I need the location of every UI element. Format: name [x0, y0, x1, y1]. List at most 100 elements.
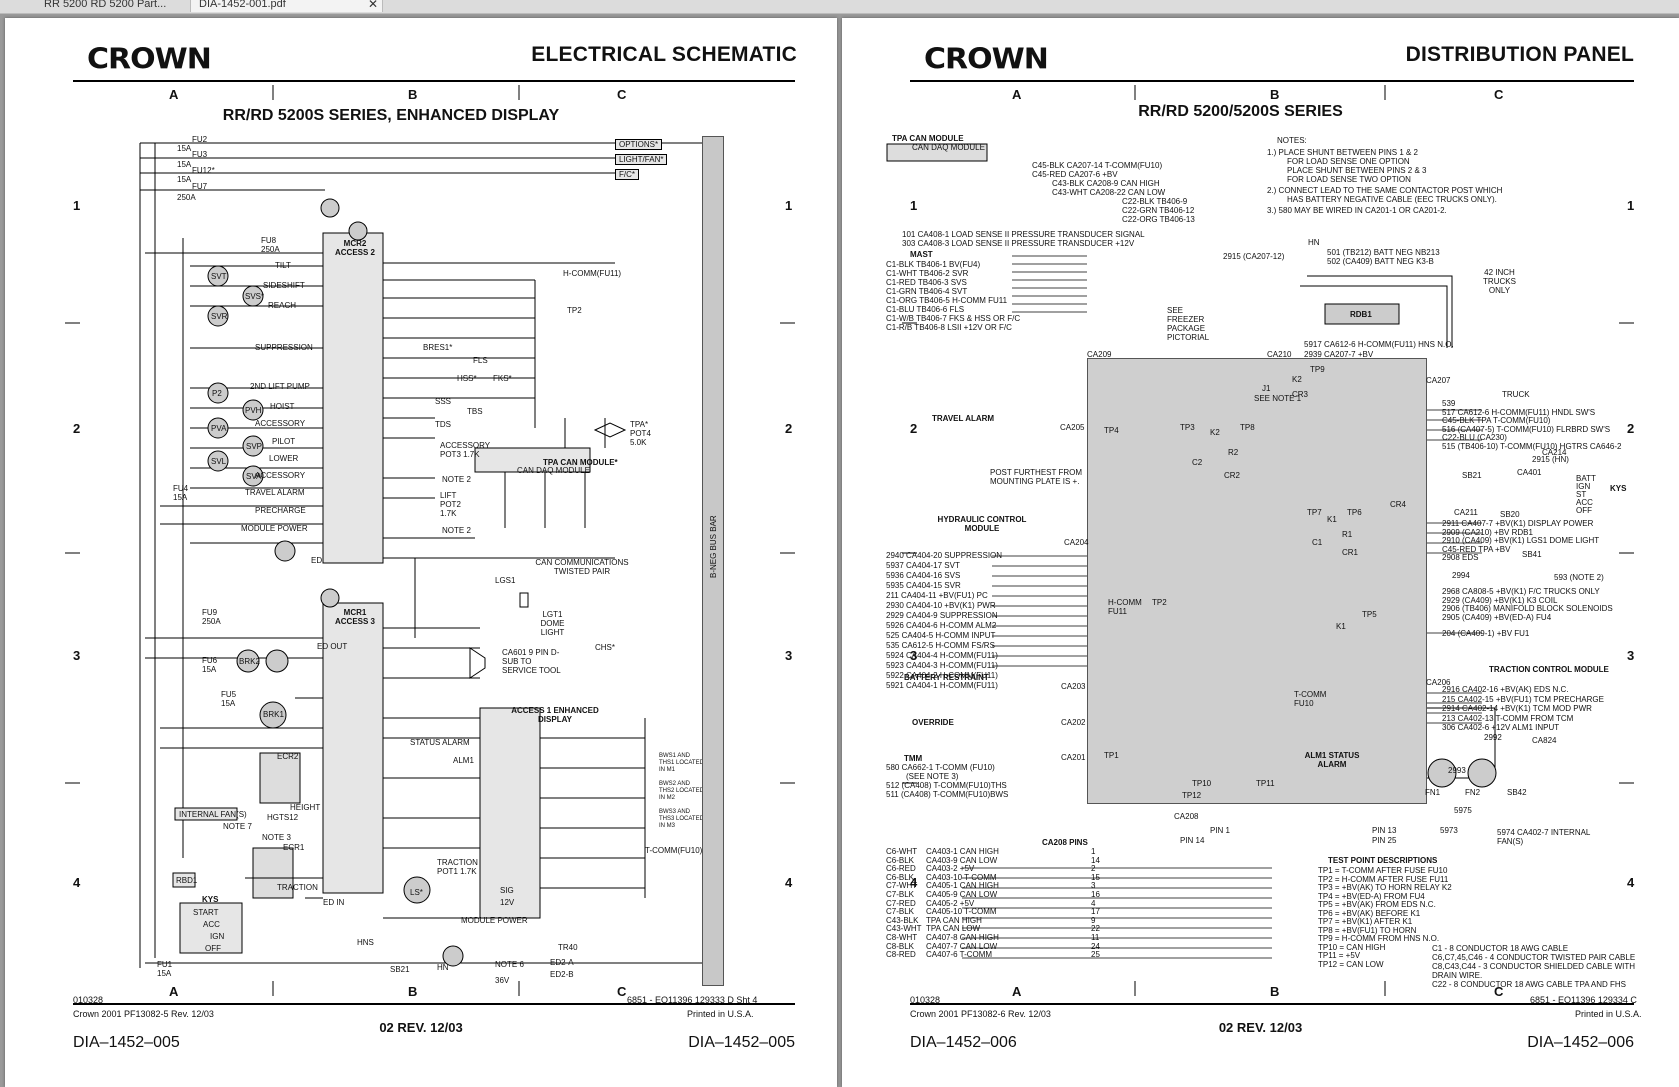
tpa-pot4-label: TPA* POT4 5.0K — [630, 420, 651, 447]
panel-label: TP11 — [1256, 779, 1275, 788]
twelve-v-label: 12V — [500, 898, 515, 907]
panel-label: CA206 — [1426, 678, 1451, 687]
tmm-title: TMM — [904, 754, 923, 763]
ca215-line: 2939 CA207-7 +BV — [1304, 350, 1374, 359]
fuse-rating: 15A — [177, 160, 192, 169]
mast-line: C1-WHT TB406-2 SVR — [886, 269, 969, 278]
test-point-line: TP10 = CAN HIGH — [1318, 942, 1386, 952]
bus-bar-label: B-NEG BUS BAR — [709, 515, 718, 578]
can-daq-label: CAN DAQ MODULE — [912, 143, 985, 152]
column-label: B — [1270, 984, 1280, 999]
ed-label: ED — [311, 556, 323, 565]
panel-label: CA205 — [1060, 423, 1085, 432]
tab-label: DIA-1452-001.pdf — [199, 0, 286, 10]
traction-list: 2916 CA402-16 +BV(AK) EDS N.C. 215 CA402… — [1442, 685, 1604, 733]
ca208-pin: 9 — [1091, 915, 1096, 925]
bus-bar — [702, 136, 724, 986]
row-label: 2 — [910, 421, 918, 436]
fuse-label: FU6 — [202, 656, 218, 665]
traction-line: 2914 CA402-14 +BV(K1) TCM MOD PWR — [1442, 704, 1592, 713]
ca208-circuit: CA403-1 CAN HIGH — [926, 847, 999, 856]
ed2b-label: ED2-B — [550, 970, 574, 979]
ed-in-label: ED IN — [323, 898, 345, 907]
test-point-line: TP8 = +BV(FU1) TO HORN — [1318, 925, 1417, 935]
accessory-label: ACCESSORY — [255, 419, 306, 428]
panel-label: TP10 — [1192, 779, 1212, 788]
close-icon[interactable]: ✕ — [367, 0, 378, 11]
hyd-line: 5923 CA404-3 H-COMM(FU11) — [886, 661, 998, 670]
panel-label: CR1 — [1342, 548, 1359, 557]
tab-parts-pdf[interactable]: RR 5200 RD 5200 Part... — [36, 0, 202, 12]
row-label: 3 — [785, 648, 793, 663]
footer-code: 010328 — [910, 995, 941, 1005]
valve-svp: SVP — [246, 442, 263, 451]
valve-pvh: PVH — [245, 406, 262, 415]
valve-p2: P2 — [212, 389, 222, 398]
tab-dia-pdf[interactable]: DIA-1452-001.pdf ✕ — [190, 0, 383, 12]
schematic-drawing — [65, 80, 795, 1005]
panel-label: CA824 — [1532, 736, 1557, 745]
traction-line: 306 CA402-6 +12V ALM1 INPUT — [1442, 723, 1560, 732]
note-line: HAS BATTERY NEGATIVE CABLE (EEC TRUCKS O… — [1287, 195, 1497, 204]
battery-restraint-title: BATTERY RESTRAINT — [904, 673, 989, 682]
load-sense-line: 101 CA408-1 LOAD SENSE II PRESSURE TRANS… — [902, 230, 1145, 239]
wire-2993: 2993 — [1448, 766, 1466, 775]
panel-label: CA214 — [1542, 448, 1567, 457]
power-line: C45-RED TPA +BV — [1442, 544, 1511, 554]
ca208-circuit: TPA CAN HIGH — [926, 915, 982, 925]
power-line: 2908 EDS — [1442, 553, 1479, 562]
panel-label: CA203 — [1061, 682, 1086, 691]
truck-line: 517 CA612-6 H-COMM(FU11) HNDL SW'S — [1442, 407, 1596, 417]
ca208-pin: 25 — [1091, 950, 1100, 960]
traction-line: 215 CA402-15 +BV(FU1) TCM PRECHARGE — [1442, 694, 1604, 704]
ca208-wire: C7-BLK — [886, 890, 915, 899]
tpa-wire: C45-RED CA207-6 +BV — [1032, 170, 1118, 179]
sb42-label: SB42 — [1507, 788, 1527, 797]
bres1-label: BRES1* — [423, 343, 453, 352]
kys-position: BATT — [1576, 474, 1596, 483]
row-label: 1 — [785, 198, 793, 213]
test-point-line: TP6 = +BV(AK) BEFORE K1 — [1318, 908, 1421, 918]
alm1-label: ALM1 — [453, 756, 474, 765]
accessory-pot3-label: ACCESSORY POT3 1.7K — [440, 441, 490, 459]
fuse-label: FU2 — [192, 135, 208, 144]
test-point-line: TP4 = +BV(ED-A) FROM FU4 — [1318, 891, 1425, 901]
tpa-can-module-title: TPA CAN MODULE — [892, 134, 964, 143]
mast-title: MAST — [910, 250, 933, 259]
bws3-note: BWS3 AND THS3 LOCATED IN M3 — [659, 809, 704, 829]
column-label: C — [1494, 87, 1504, 102]
can-twisted-pair-label: CAN COMMUNICATIONS TWISTED PAIR — [535, 558, 629, 576]
mast-line: C1-BLK TB406-1 BV(FU4) — [886, 260, 981, 269]
tab-label: RR 5200 RD 5200 Part... — [44, 0, 167, 10]
panel-label: CR3 — [1292, 390, 1309, 399]
fuse-label: FU7 — [192, 182, 208, 191]
cable-note: C8,C43,C44 - 3 CONDUCTOR SHIELDED CABLE … — [1432, 962, 1636, 980]
row-label: 1 — [910, 198, 918, 213]
fuse-label: FU12* — [192, 166, 215, 175]
hyd-line: 2940 CA404-20 SUPPRESSION — [886, 551, 1003, 560]
internal-fan-line: 5974 CA402-7 INTERNAL FAN(S) — [1497, 828, 1591, 846]
tr40-label: TR40 — [558, 943, 578, 952]
hn-note: 42 INCH TRUCKS ONLY — [1483, 268, 1516, 295]
column-label: B — [408, 87, 418, 102]
ign-label: IGN — [210, 932, 225, 941]
fuse-rating: 15A — [173, 493, 188, 502]
test-point-line: TP7 = +BV(K1) AFTER K1 — [1318, 917, 1413, 926]
ca208-pin: 22 — [1091, 924, 1100, 934]
ca208-circuit: CA403-2 +5V — [926, 864, 975, 874]
panel-label: CA401 — [1517, 468, 1542, 477]
row-label: 4 — [1627, 875, 1635, 890]
power-list: 2911 CA407-7 +BV(K1) DISPLAY POWER 2909 … — [1442, 519, 1599, 563]
test-point-line: TP11 = +5V — [1318, 951, 1361, 960]
off-label: OFF — [205, 944, 221, 953]
hyd-line: 525 CA404-5 H-COMM INPUT — [886, 631, 996, 640]
fuse-label: FU1 — [157, 960, 173, 969]
notes-list: 1.) PLACE SHUNT BETWEEN PINS 1 & 2 FOR L… — [1267, 148, 1502, 215]
notes-title: NOTES: — [1277, 136, 1307, 145]
tpa-wire: C22-ORG TB406-13 — [1122, 215, 1195, 224]
panel-label: R1 — [1342, 530, 1353, 539]
hn-label: HN — [1308, 238, 1320, 247]
panel-label: K1 — [1327, 515, 1337, 524]
panel-label: J1 — [1262, 384, 1271, 393]
brk2-label: BRK2 — [239, 657, 260, 666]
